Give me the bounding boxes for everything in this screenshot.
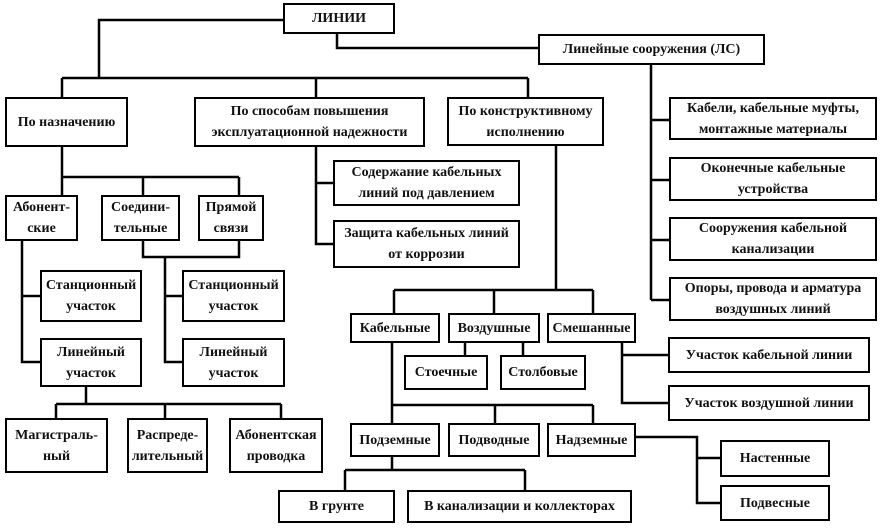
node-pressurized: Содержание кабельных линий под давлением <box>333 160 520 206</box>
node-cable-segment: Участок кабельной линии <box>668 337 870 373</box>
node-line-structures: Линейные сооружения (ЛС) <box>538 34 765 65</box>
node-connecting: Соедини-тельные <box>101 195 180 241</box>
node-station-section-right: Станционный участок <box>182 270 285 322</box>
node-poles-wires: Опоры, провода и арматура воздушных лини… <box>669 277 877 321</box>
node-line-section-left: Линейный участок <box>40 338 142 387</box>
node-terminal-devices: Оконечные кабельные устройства <box>669 157 877 201</box>
node-underground: Подземные <box>350 423 440 457</box>
node-wall-mounted: Настенные <box>720 440 830 477</box>
node-cable: Кабельные <box>350 313 440 343</box>
node-trunk: Магистраль-ный <box>5 418 108 473</box>
node-suspended: Подвесные <box>720 485 830 521</box>
node-in-ground: В грунте <box>278 490 395 523</box>
node-pole: Столбовые <box>500 355 586 390</box>
node-by-construction: По конструктивному исполнению <box>447 97 604 146</box>
node-underwater: Подводные <box>448 423 540 457</box>
node-in-ducts: В канализации и коллекторах <box>407 490 632 523</box>
node-line-section-right: Линейный участок <box>182 338 285 387</box>
node-by-reliability: По способам повышения эксплуатационной н… <box>194 97 425 147</box>
node-corrosion-protection: Защита кабельных линий от коррозии <box>333 220 520 268</box>
node-overhead-segment: Участок воздушной линии <box>668 385 870 421</box>
node-mixed: Смешанные <box>547 313 636 343</box>
node-cables-materials: Кабели, кабельные муфты, монтажные матер… <box>669 97 877 140</box>
node-subscriber-wiring: Абонентская проводка <box>229 418 323 473</box>
node-aboveground: Надземные <box>547 423 636 457</box>
node-station-section-left: Станционный участок <box>40 270 142 322</box>
node-lines-root: ЛИНИИ <box>283 3 395 34</box>
node-direct: Прямой связи <box>198 195 264 241</box>
node-subscriber: Абонент-ские <box>5 195 78 241</box>
node-rack: Стоечные <box>404 355 488 390</box>
node-cable-ducts: Сооружения кабельной канализации <box>669 217 877 261</box>
node-overhead: Воздушные <box>448 313 540 343</box>
node-by-purpose: По назначению <box>5 97 128 147</box>
node-distribution: Распреде-лительный <box>127 418 208 473</box>
